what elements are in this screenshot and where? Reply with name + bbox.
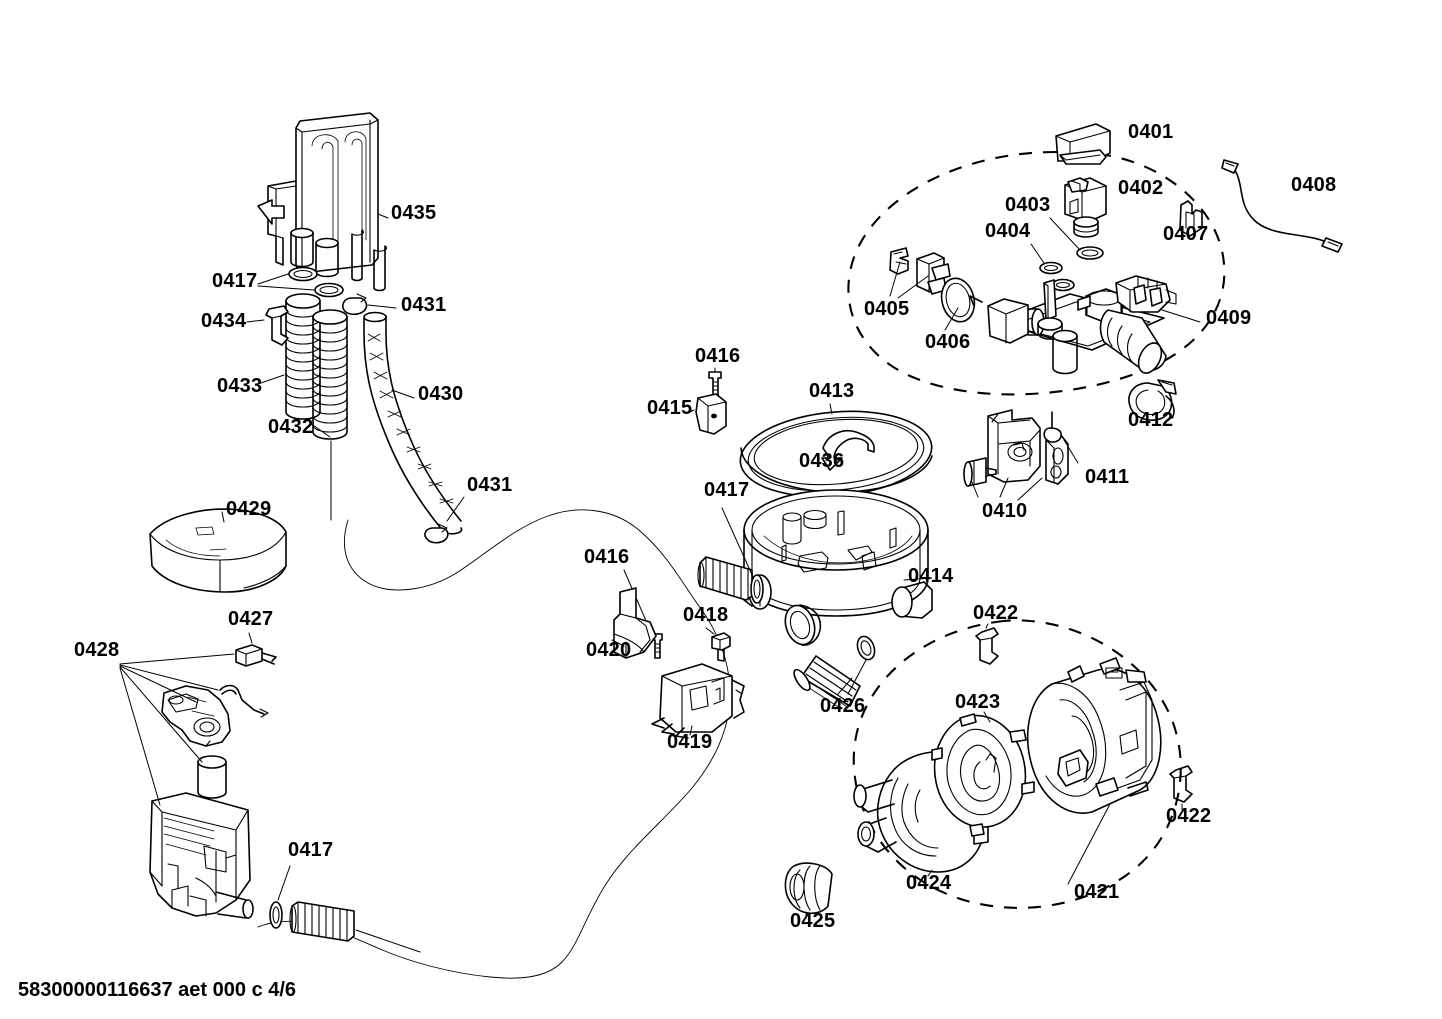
part-label-0417-bottom: 0417 — [288, 839, 334, 861]
part-label-0402: 0402 — [1118, 177, 1164, 199]
part-label-0426-hose: 0426 — [820, 695, 866, 717]
part-label-0410: 0410 — [982, 500, 1028, 522]
part-label-0404: 0404 — [985, 220, 1031, 242]
part-label-0403: 0403 — [1005, 194, 1051, 216]
part-label-0416-lower: 0416 — [584, 546, 630, 568]
sump-left-corrugated-hose — [697, 507, 764, 604]
part-0417-seals-top — [257, 266, 344, 298]
part-label-0415: 0415 — [647, 397, 693, 419]
part-label-0417-top: 0417 — [212, 270, 258, 292]
part-0413-filter-lid — [739, 403, 933, 498]
part-label-0418: 0418 — [683, 604, 729, 626]
part-0422-clip-lower — [1169, 765, 1193, 811]
part-label-0428: 0428 — [74, 639, 120, 661]
part-label-0405: 0405 — [864, 298, 910, 320]
part-label-0411: 0411 — [1085, 466, 1130, 488]
part-label-0408: 0408 — [1291, 174, 1337, 196]
part-0408-wire-harness — [1221, 159, 1343, 253]
part-0409-valve-block — [969, 275, 1201, 375]
part-0412-clamp — [1128, 379, 1177, 421]
part-0410-dispenser — [963, 409, 1043, 501]
part-label-0427: 0427 — [228, 608, 274, 630]
part-label-0416-top: 0416 — [695, 345, 741, 367]
part-label-0433: 0433 — [217, 375, 263, 397]
part-label-0422-lower: 0422 — [1166, 805, 1212, 827]
part-0435-heat-exchanger — [257, 112, 389, 292]
part-label-motor-0421: 0421 — [1074, 881, 1120, 903]
part-0411-cap — [1043, 411, 1079, 485]
part-0431-clamp-lower — [424, 496, 465, 544]
part-label-0429: 0429 — [226, 498, 272, 520]
part-label-0419: 0419 — [667, 731, 713, 753]
part-label-0409: 0409 — [1206, 307, 1252, 329]
part-label-0423: 0423 — [955, 691, 1001, 713]
part-0402-solenoid — [1064, 177, 1107, 238]
part-0431-clamp-upper — [342, 293, 397, 316]
part-label-0413: 0413 — [809, 380, 855, 402]
part-0415-bracket — [689, 393, 727, 435]
part-label-0431-upper: 0431 — [401, 294, 447, 316]
part-label-0406: 0406 — [925, 331, 971, 353]
part-0401-module — [1055, 123, 1111, 165]
part-label-0420: 0420 — [586, 639, 632, 661]
part-label-0435: 0435 — [391, 202, 437, 224]
part-0414-sump-body — [743, 489, 933, 646]
bottom-left-corrugated-hose — [289, 901, 421, 953]
part-0403-oring — [1049, 217, 1104, 260]
part-0432-corrugated-hose — [309, 309, 348, 521]
part-label-0430: 0430 — [418, 383, 464, 405]
drawing-footer-code: 58300000116637 aet 000 c 4/6 — [18, 979, 297, 1001]
part-label-0436: 0436 — [799, 450, 845, 472]
part-0418-clip — [705, 627, 731, 662]
part-0417-seal-bottom — [269, 865, 291, 929]
part-label-0412: 0412 — [1128, 409, 1174, 431]
part-label-0407: 0407 — [1163, 223, 1209, 245]
part-label-0417-mid: 0417 — [704, 479, 750, 501]
part-0423-impeller-cover — [931, 711, 1035, 837]
part-label-0414: 0414 — [908, 565, 954, 587]
part-label-0434: 0434 — [201, 310, 247, 332]
part-0426-drain-hose — [793, 635, 876, 709]
part-0436-clip — [821, 430, 875, 471]
part-label-pump-0424: 0424 — [906, 872, 952, 894]
part-label-0422-upper: 0422 — [973, 602, 1019, 624]
part-0434-clip — [246, 305, 289, 346]
part-label-0401: 0401 — [1128, 121, 1174, 143]
part-0406-oring — [940, 277, 976, 331]
part-0425-bellows — [784, 862, 833, 919]
part-0428-assembly — [119, 653, 269, 919]
part-0420-bracket — [611, 587, 657, 659]
part-0427-microswitch — [235, 632, 277, 667]
part-0405-sensor — [889, 247, 951, 299]
part-0429-cover — [149, 508, 287, 593]
part-0430-hose — [363, 311, 463, 535]
part-0404-orings — [1030, 243, 1075, 292]
part-0407-terminal — [1179, 200, 1203, 237]
dashed-enclosure-valve-module — [847, 150, 1226, 396]
part-0433-corrugated-hose — [257, 293, 321, 420]
part-label-0432: 0432 — [268, 416, 314, 438]
part-0422-clip-upper — [975, 623, 999, 665]
part-label-bellows-0425: 0425 — [790, 910, 836, 932]
part-0419-pressure-switch — [651, 663, 745, 739]
part-label-0431-lower: 0431 — [467, 474, 513, 496]
part-0421-motor — [1026, 657, 1162, 885]
